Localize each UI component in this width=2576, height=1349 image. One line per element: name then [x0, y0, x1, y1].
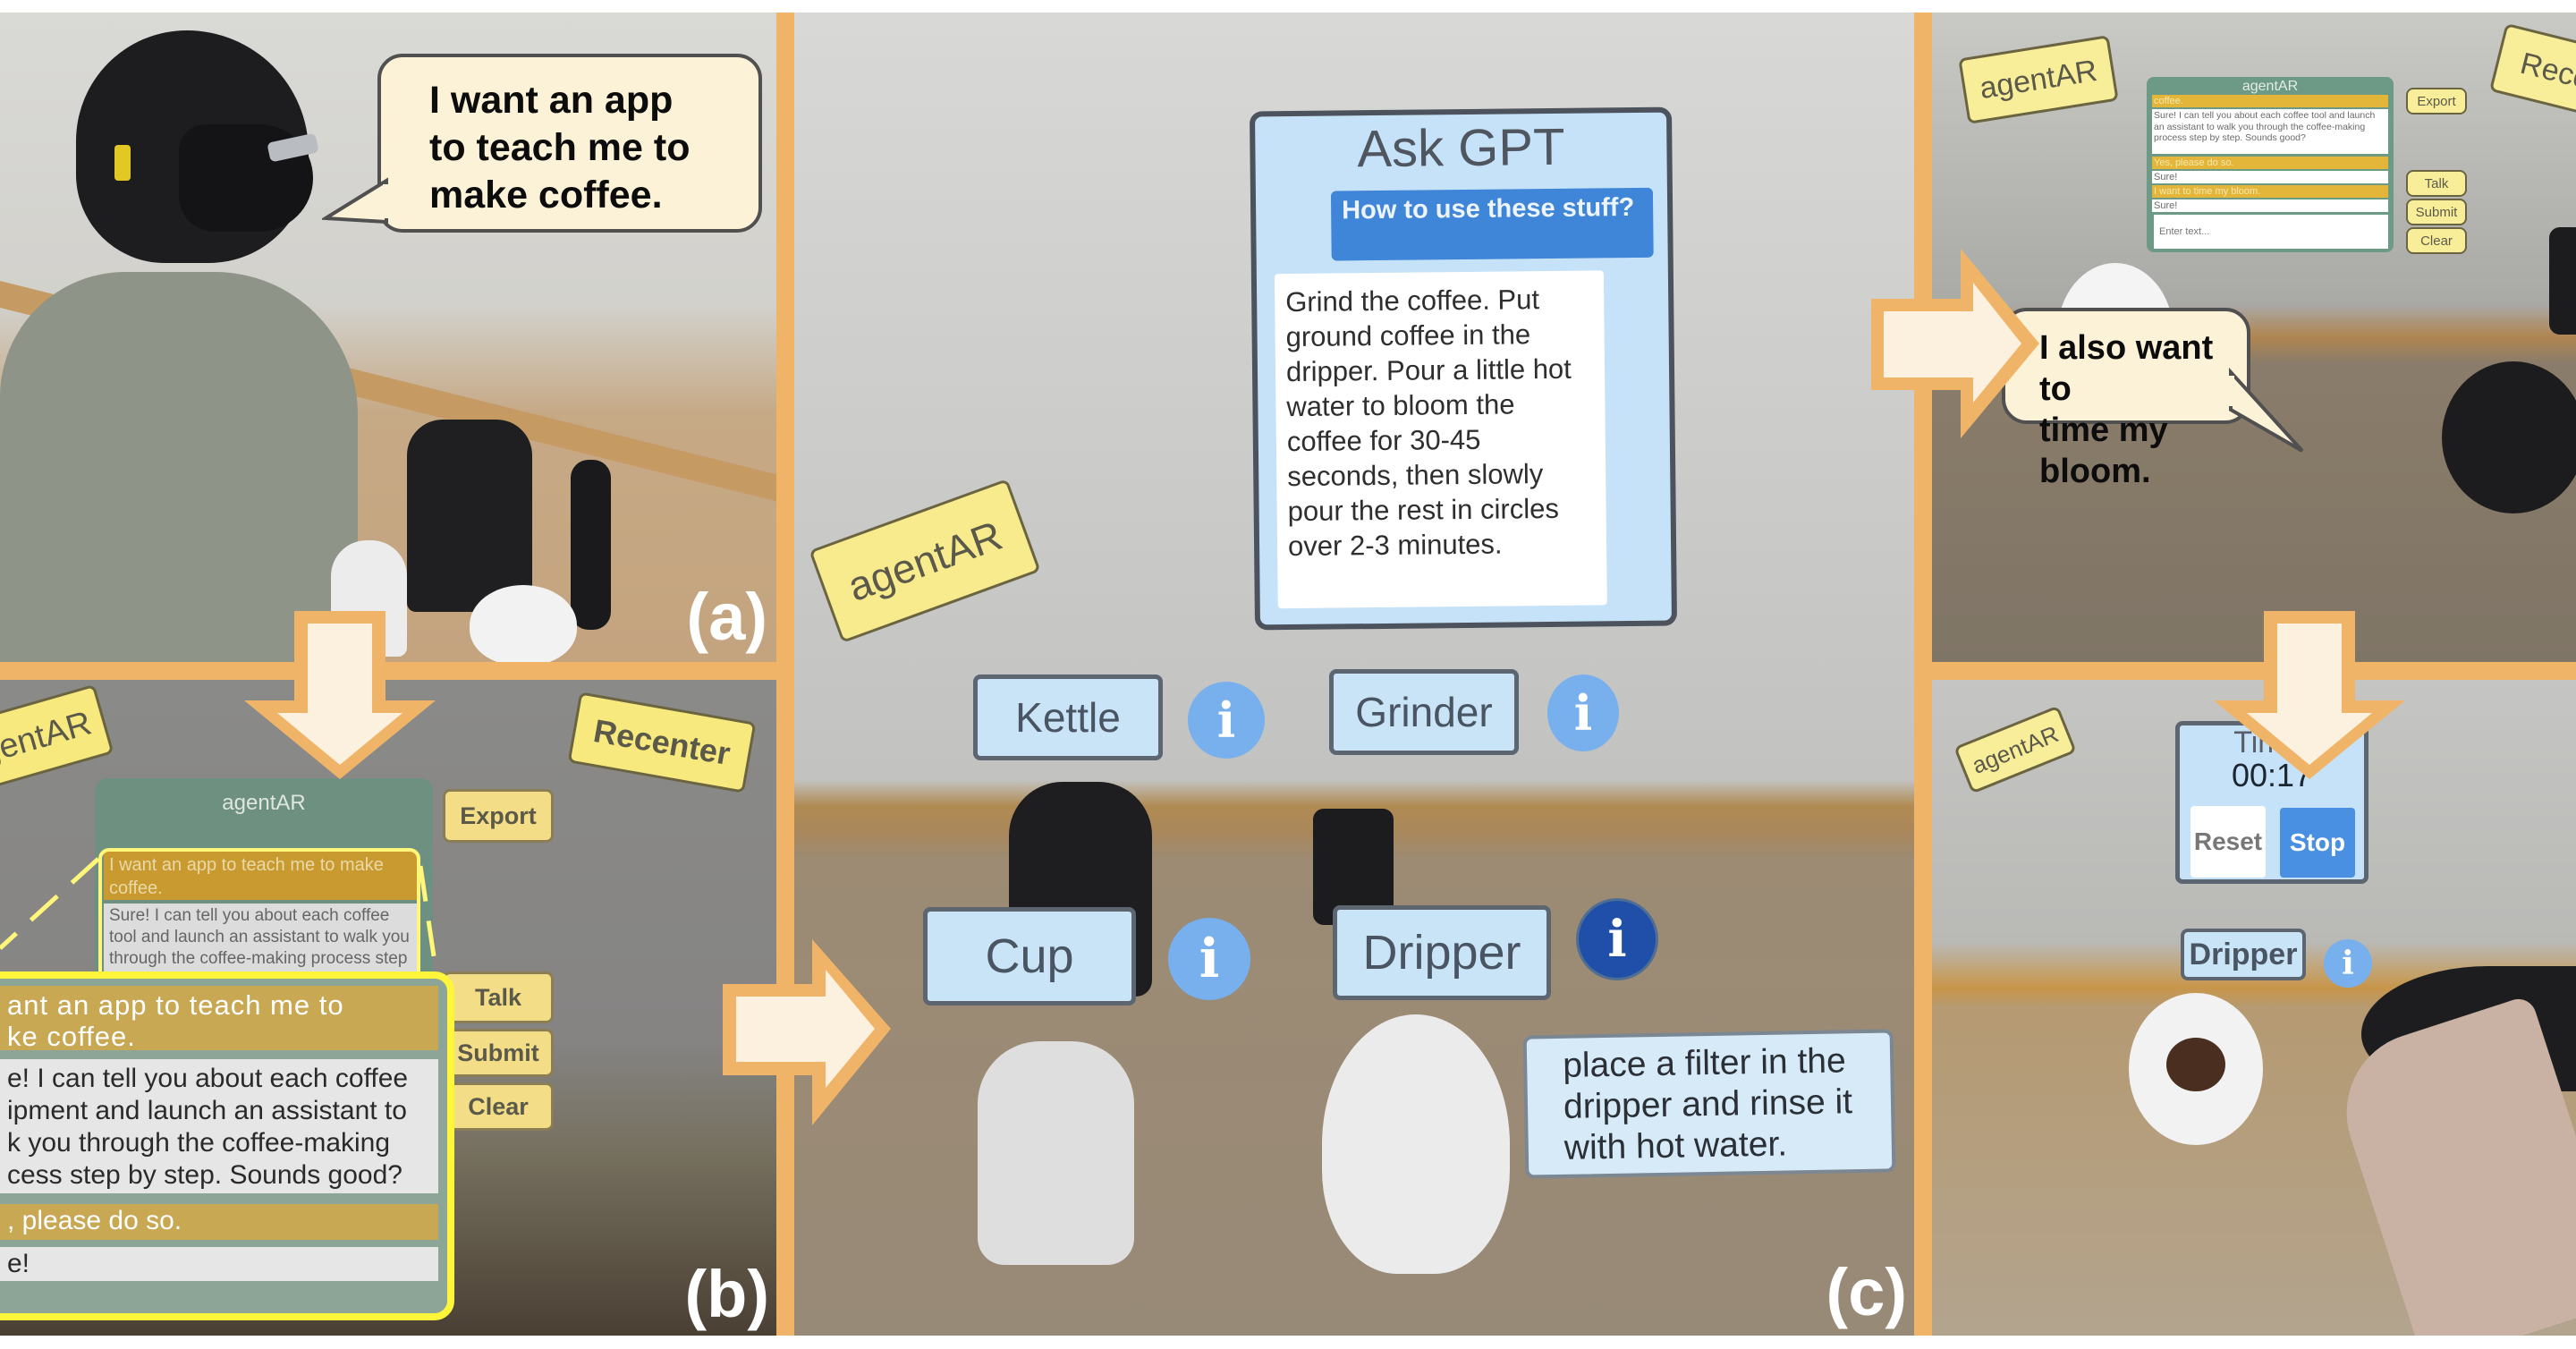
clear-button[interactable]: Clear — [2406, 227, 2467, 254]
agentar-launcher-label: agentAR — [1968, 719, 2063, 779]
export-button[interactable]: Export — [443, 789, 554, 843]
panel-e-timer: agentAR Timer 00:17 Reset Stop Dripper i — [1932, 680, 2576, 1336]
clear-button[interactable]: Clear — [443, 1082, 554, 1131]
speech-bubble-timer-request: I also want to time my bloom. — [2002, 308, 2250, 490]
label-grinder-text: Grinder — [1355, 689, 1493, 735]
ask-gpt-title: Ask GPT — [1357, 117, 1565, 179]
label-cup-text: Cup — [985, 929, 1074, 983]
coffee-grounds — [2166, 1038, 2225, 1091]
ask-gpt-answer: Grind the coffee. Put ground coffee in t… — [1274, 270, 1607, 609]
chat-message-user-3: I want to time my bloom. — [2152, 185, 2388, 198]
panel-label-c: (c) — [1826, 1255, 1907, 1329]
headset-strap-clip — [114, 145, 131, 181]
export-button[interactable]: Export — [2406, 88, 2467, 115]
timer-reset-button[interactable]: Reset — [2190, 806, 2266, 878]
agentar-launcher-button[interactable]: agentAR — [1958, 35, 2119, 124]
divider-horizontal-left — [0, 662, 776, 680]
label-dripper[interactable]: Dripper — [1333, 905, 1551, 1000]
label-dripper-text: Dripper — [1362, 926, 1521, 980]
recenter-label: Recen — [2517, 46, 2576, 100]
submit-button[interactable]: Submit — [443, 1029, 554, 1077]
agentar-launcher-label: agentAR — [1977, 53, 2100, 106]
dripper-instruction-card: place a filter in the dripper and rinse … — [1522, 1029, 1896, 1179]
chat-message-user: coffee. — [2152, 95, 2388, 107]
ask-gpt-panel: Ask GPT How to use these stuff? Grind th… — [1249, 106, 1678, 631]
talk-button[interactable]: Talk — [443, 971, 554, 1023]
zoomed-chat-inset: ant an app to teach me to ke coffee. e! … — [0, 971, 454, 1320]
recenter-button[interactable]: Recenter — [567, 691, 757, 793]
inset-message-assistant: e! I can tell you about each coffee ipme… — [0, 1059, 438, 1193]
divider-vertical-left — [776, 13, 794, 1336]
grinder-object — [2549, 227, 2576, 335]
info-icon-kettle[interactable]: i — [1188, 682, 1265, 759]
inset-message-user: ant an app to teach me to ke coffee. — [0, 986, 438, 1052]
submit-button[interactable]: Submit — [2406, 199, 2467, 225]
speech-bubble-tail — [2227, 367, 2304, 453]
label-dripper-text: Dripper — [2189, 937, 2298, 971]
talk-button[interactable]: Talk — [2406, 170, 2467, 197]
panel-c-object-labels: Ask GPT How to use these stuff? Grind th… — [794, 13, 1914, 1336]
export-label: Export — [460, 802, 537, 829]
recenter-label: Recenter — [590, 711, 733, 773]
label-cup[interactable]: Cup — [923, 907, 1136, 1005]
divider-horizontal-right — [1932, 662, 2576, 680]
divider-vertical-right — [1914, 13, 1932, 1336]
submit-label: Submit — [457, 1039, 539, 1066]
agentar-launcher-label: agentAR — [0, 703, 96, 777]
speech-text: I want an app to teach me to make coffee… — [429, 79, 691, 216]
inset-message-assistant-2: e! — [0, 1247, 438, 1281]
panel-label-b: (b) — [684, 1257, 770, 1331]
chat-message-user: I want an app to teach me to make coffee… — [104, 852, 417, 900]
chat-message-assistant: Sure! I can tell you about each coffee t… — [2152, 109, 2388, 154]
panel-d-timer-request: agentAR Recen agentAR coffee. Sure! I ca… — [1932, 13, 2576, 662]
chat-message-user-2: Yes, please do so. — [2152, 157, 2388, 169]
talk-label: Talk — [474, 983, 522, 1011]
arrow-right-b-to-c-icon — [723, 939, 891, 1125]
agentar-launcher-button[interactable]: agentAR — [809, 478, 1041, 644]
speech-bubble-tail — [322, 177, 388, 225]
chat-input[interactable] — [2154, 215, 2388, 249]
arrow-down-d-to-e-icon — [2214, 611, 2405, 779]
panel-label-a: (a) — [686, 580, 767, 654]
chat-window-title: agentAR — [222, 791, 306, 815]
grinder-object — [571, 460, 611, 630]
person-hoodie — [0, 272, 358, 662]
dripper-object — [1322, 1014, 1510, 1274]
dripper-object — [470, 585, 577, 662]
label-dripper[interactable]: Dripper — [2181, 929, 2306, 980]
inset-message-user-2: , please do so. — [0, 1204, 438, 1240]
panel-a-user-with-headset: I want an app to teach me to make coffee… — [0, 13, 776, 662]
chat-message-assistant-2: Sure! — [2152, 171, 2388, 183]
agentar-launcher-label: agentAR — [841, 511, 1008, 611]
cup-object — [978, 1041, 1134, 1265]
chat-message-assistant-3: Sure! — [2152, 199, 2388, 212]
clear-label: Clear — [468, 1092, 529, 1120]
chat-window: agentAR coffee. Sure! I can tell you abo… — [2147, 77, 2394, 252]
talk-label: Talk — [2424, 175, 2449, 191]
speech-text: I also want to time my bloom. — [2039, 329, 2214, 490]
kettle-object — [2442, 361, 2576, 513]
speech-bubble-request: I want an app to teach me to make coffee… — [377, 54, 762, 233]
label-grinder[interactable]: Grinder — [1329, 669, 1519, 755]
kettle-object — [407, 420, 532, 612]
label-kettle[interactable]: Kettle — [973, 674, 1163, 760]
clear-label: Clear — [2420, 233, 2453, 249]
submit-label: Submit — [2415, 204, 2458, 220]
agentar-launcher-button[interactable]: agentAR — [1953, 705, 2077, 794]
timer-stop-button[interactable]: Stop — [2280, 808, 2355, 878]
arrow-right-c-to-d — [1871, 249, 2039, 438]
info-icon-grinder[interactable]: i — [1547, 674, 1619, 751]
info-icon-dripper[interactable]: i — [2324, 939, 2372, 988]
info-icon-dripper-active[interactable]: i — [1576, 898, 1658, 980]
arrow-down-a-to-b-icon — [244, 611, 436, 779]
label-kettle-text: Kettle — [1015, 694, 1121, 741]
info-icon-cup[interactable]: i — [1168, 918, 1250, 1000]
chat-window-title: agentAR — [2241, 79, 2299, 94]
panel-b-chat-interface: agentAR Recenter agentAR I want an app t… — [0, 680, 776, 1336]
recenter-button[interactable]: Recen — [2488, 22, 2576, 126]
zoom-callout-lines — [0, 857, 450, 1048]
export-label: Export — [2417, 93, 2456, 109]
ask-gpt-question[interactable]: How to use these stuff? — [1330, 187, 1654, 261]
